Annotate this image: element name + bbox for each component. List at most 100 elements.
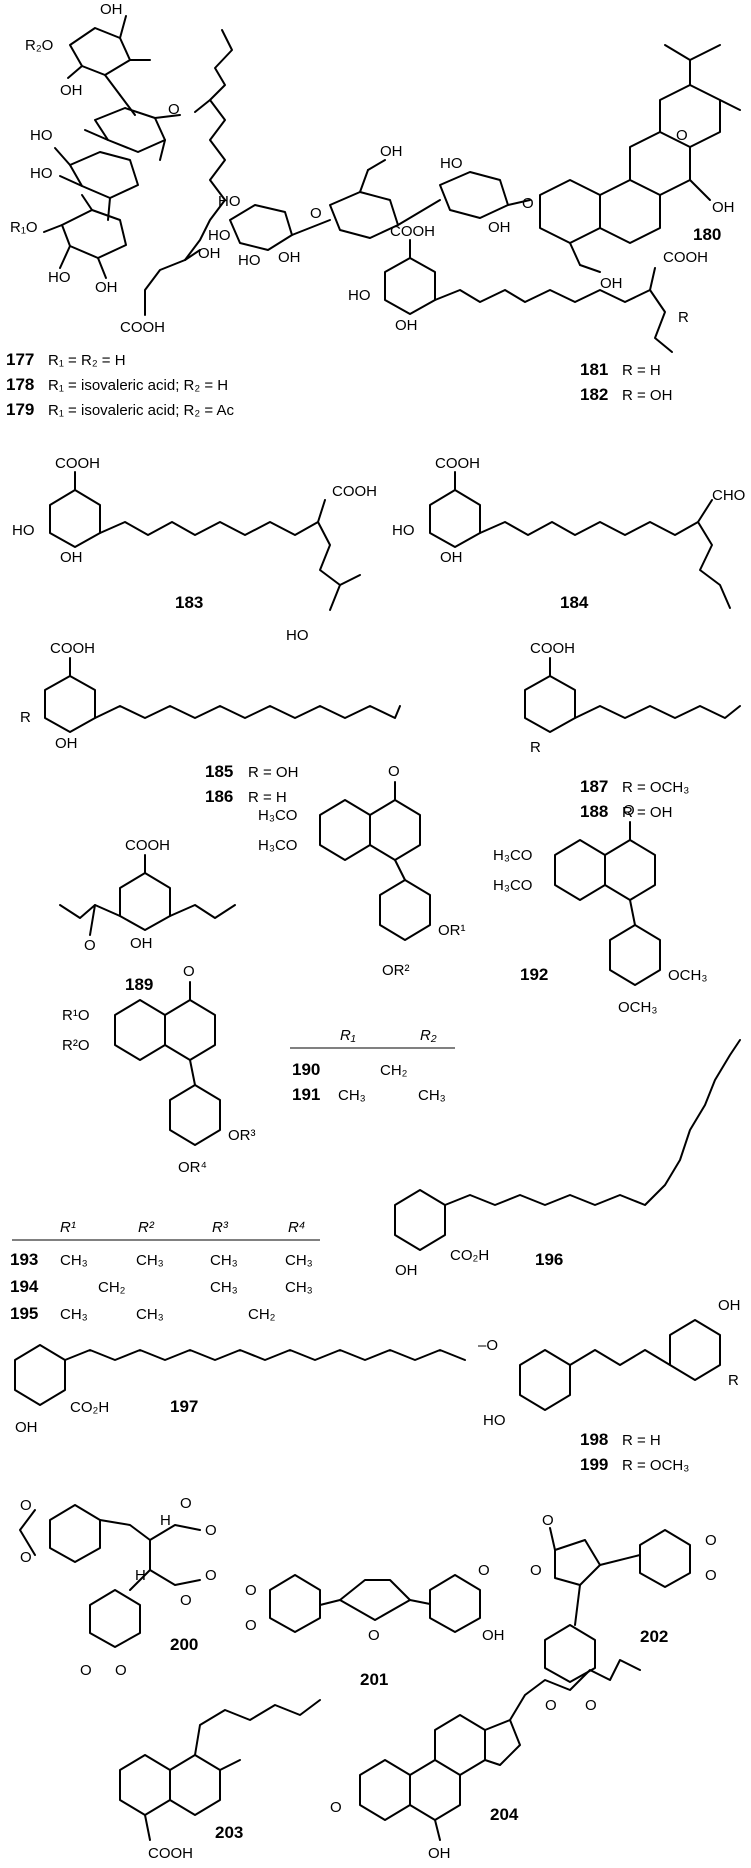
or2-label: OR² — [382, 962, 410, 979]
ho-label: HO — [218, 193, 241, 210]
cooh-label: COOH — [120, 319, 165, 336]
o-label: O — [80, 1662, 92, 1679]
substituent-text: R₁ = isovaleric acid; R₂ = H — [48, 377, 228, 394]
r2o-label: R²O — [62, 1037, 90, 1054]
co2h-label: CO₂H — [450, 1247, 489, 1264]
co2h-label: CO₂H — [70, 1399, 109, 1416]
o-label: O — [522, 195, 534, 212]
oh-label: OH — [718, 1297, 741, 1314]
table-cell: CH₂ — [98, 1279, 126, 1296]
o-label: O — [20, 1497, 32, 1514]
ho-label: HO — [286, 627, 309, 644]
table-header: R⁴ — [288, 1219, 305, 1236]
o-label: O — [388, 763, 400, 780]
o-label: O — [623, 802, 635, 819]
r1o-label: R¹O — [62, 1007, 90, 1024]
o-label: O — [168, 101, 180, 118]
oh-label: OH — [395, 1262, 418, 1279]
compound-number: 185 — [205, 762, 233, 781]
structure-203: COOH 203 — [119, 1699, 321, 1862]
oh-label: OH — [95, 279, 118, 296]
o-label: O — [180, 1495, 192, 1512]
compound-number: 187 — [580, 777, 608, 796]
oh-label: OH — [55, 735, 78, 752]
table-cell: CH₂ — [248, 1306, 276, 1323]
ho-label: HO — [483, 1412, 506, 1429]
h3co-label: H₃CO — [493, 877, 532, 894]
o-label: O — [330, 1799, 342, 1816]
o-label: O — [368, 1627, 380, 1644]
cooh-label: COOH — [148, 1845, 193, 1862]
structure-181-182: COOH HO OH COOH R 181 R = H 182 R = OH — [348, 223, 708, 404]
table-header: R₁ — [340, 1027, 356, 1044]
cooh-label: COOH — [530, 640, 575, 657]
compound-number: 180 — [693, 225, 721, 244]
structure-197: OH CO₂H 197 — [14, 1344, 466, 1436]
oh-label: OH — [278, 249, 301, 266]
oh-label: OH — [130, 935, 153, 952]
substituent-text: R = OCH₃ — [622, 1457, 689, 1474]
substituent-text: R = OH — [622, 387, 672, 404]
compound-number: 197 — [170, 1397, 198, 1416]
oh-label: OH — [395, 317, 418, 334]
o-label: O — [180, 1592, 192, 1609]
och3-label: OCH₃ — [668, 967, 707, 984]
o-label: O — [205, 1522, 217, 1539]
ho-label: HO — [238, 252, 261, 269]
cooh-label: COOH — [332, 483, 377, 500]
substituent-text: R = OCH₃ — [622, 779, 689, 796]
structure-189: COOH O OH 189 — [59, 837, 236, 994]
compound-number: 202 — [640, 1627, 668, 1646]
substituent-text: R = OH — [622, 804, 672, 821]
o-label: O — [676, 127, 688, 144]
oh-label: OH — [60, 549, 83, 566]
structure-192: O H₃CO H₃CO OCH₃ OCH₃ 192 — [493, 802, 707, 1016]
compound-number: 183 — [175, 593, 203, 612]
table-cell: CH₃ — [338, 1087, 366, 1104]
cho-label: CHO — [712, 487, 745, 504]
ho-label: HO — [30, 165, 53, 182]
ho-label: HO — [392, 522, 415, 539]
oh-label: OH — [482, 1627, 505, 1644]
o-label: O — [478, 1562, 490, 1579]
structure-185-186: COOH R OH 185 R = OH 186 R = H — [20, 640, 401, 806]
o-label: O — [84, 937, 96, 954]
oh-label: OH — [380, 143, 403, 160]
oh-label: OH — [440, 549, 463, 566]
oh-label: OH — [712, 199, 735, 216]
table-header: R³ — [212, 1219, 229, 1236]
oh-label: OH — [428, 1845, 451, 1862]
table-cell: CH₃ — [210, 1279, 238, 1296]
ho-label: HO — [30, 127, 53, 144]
or3-label: OR³ — [228, 1127, 256, 1144]
h3co-label: H₃CO — [258, 807, 297, 824]
cooh-label: COOH — [50, 640, 95, 657]
table-cell: CH₃ — [60, 1252, 88, 1269]
oh-label: OH — [100, 1, 123, 18]
compound-number: 196 — [535, 1250, 563, 1269]
structure-177-179: OH R₂O OH HO HO R₁O HO OH O OH COOH 177 … — [6, 1, 234, 419]
o-label: O — [245, 1582, 257, 1599]
table-cell: CH₃ — [136, 1252, 164, 1269]
compound-number: 177 — [6, 350, 34, 369]
h-label: H — [160, 1512, 171, 1529]
ho-label: HO — [12, 522, 35, 539]
oh-label: OH — [198, 245, 221, 262]
o-label: O — [205, 1567, 217, 1584]
table-header: R₂ — [420, 1027, 437, 1044]
o-label: O — [20, 1549, 32, 1566]
r1o-label: R₁O — [10, 219, 38, 236]
cooh-label: COOH — [125, 837, 170, 854]
r-label: R — [20, 709, 31, 726]
oh-label: OH — [488, 219, 511, 236]
structure-202: O O O O O O 202 — [530, 1512, 717, 1714]
structure-196: OH CO₂H 196 — [394, 1039, 741, 1279]
table-cell: CH₃ — [285, 1279, 313, 1296]
structure-180: HO HO HO OH OH O HO OH O OH O OH 180 — [208, 44, 741, 292]
table-cell: CH₃ — [418, 1087, 446, 1104]
compound-number: 178 — [6, 375, 34, 394]
or1-label: OR¹ — [438, 922, 466, 939]
ho-label: HO — [48, 269, 71, 286]
o-label: O — [705, 1567, 717, 1584]
